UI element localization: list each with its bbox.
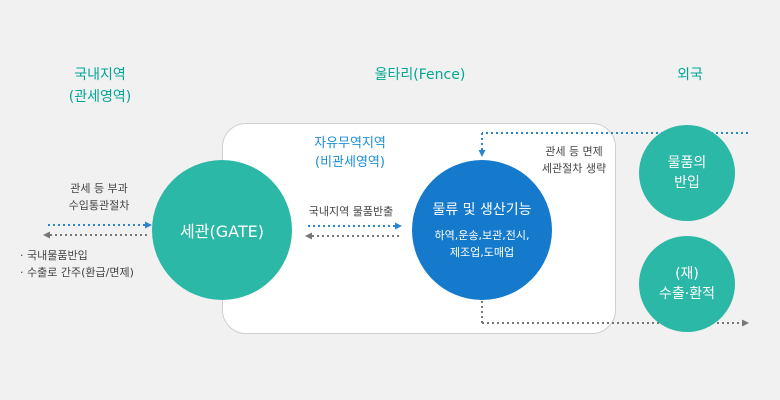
- import-note: 관세 등 부과 수입통관절차: [68, 182, 130, 212]
- domestic-goods-out-label: 국내지역 물품반출: [308, 205, 394, 218]
- arrow-foreign-in: [478, 132, 748, 157]
- arrow-domestic-gate: [43, 221, 152, 239]
- logistics-production-circle: 물류 및 생산기능 하역,운송,보관,전시, 제조업,도매업: [412, 160, 552, 300]
- customs-gate-label: 세관(GATE): [180, 222, 264, 241]
- exemption-note: 관세 등 면제 세관절차 생략: [541, 145, 607, 175]
- customs-gate-circle: 세관(GATE): [152, 160, 292, 300]
- region-fence-title: 울타리(Fence): [374, 67, 466, 83]
- foreign-goods-in-circle: 물품의 반입: [639, 125, 735, 221]
- logistics-title: 물류 및 생산기능: [432, 202, 532, 218]
- foreign-goods-in-label: 물품의 반입: [667, 155, 707, 191]
- logistics-detail: 하역,운송,보관,전시, 제조업,도매업: [434, 229, 530, 259]
- region-domestic-title: 국내지역 (관세영역): [68, 67, 132, 105]
- free-zone-title: 자유무역지역 (비관세영역): [314, 136, 386, 170]
- domestic-goods-note: · 국내물품반입 · 수출로 간주(환급/면제): [20, 249, 134, 279]
- arrow-gate-logistics: [305, 222, 402, 240]
- region-foreign-title: 외국: [677, 67, 703, 83]
- re-export-circle: (재) 수출·환적: [639, 236, 735, 332]
- re-export-label: (재) 수출·환적: [659, 266, 715, 302]
